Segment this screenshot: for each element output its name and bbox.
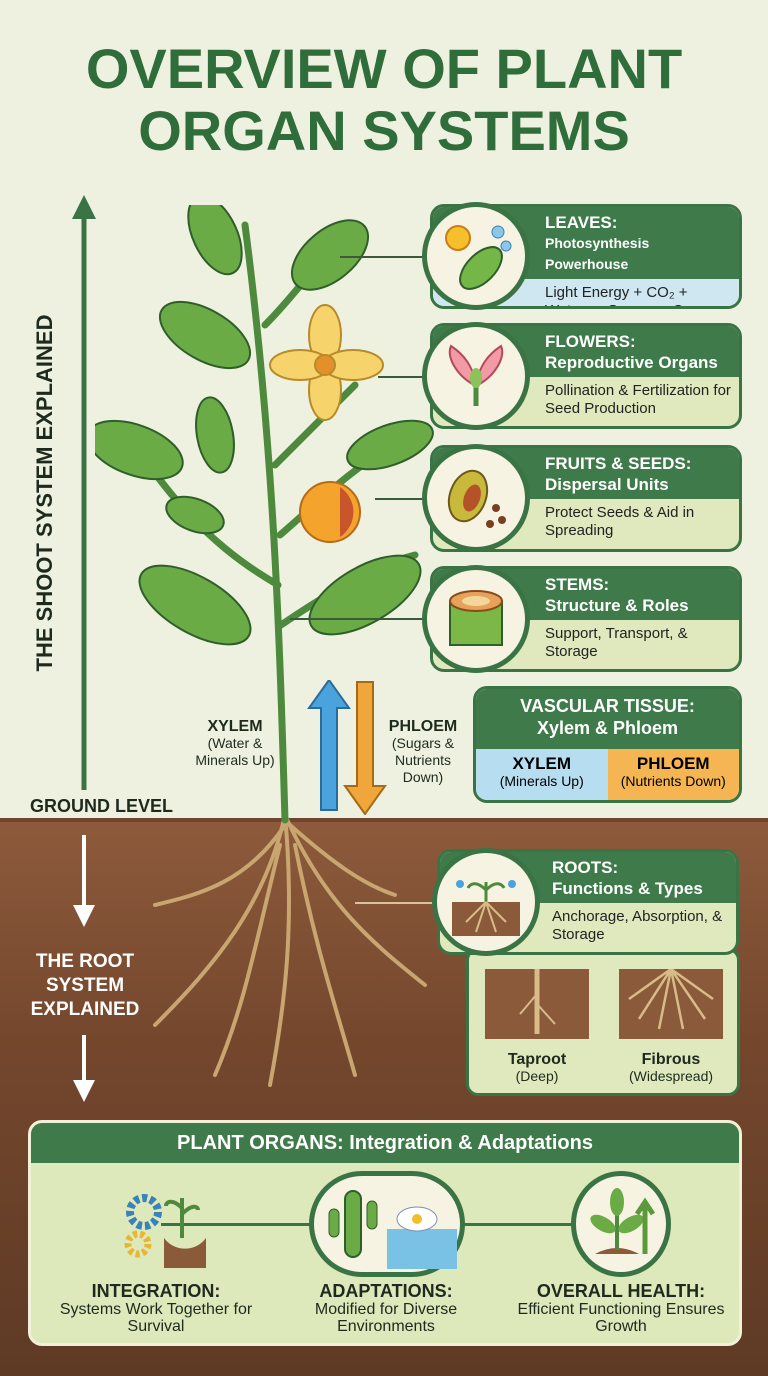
- connector-line: [340, 256, 430, 258]
- connector-line: [378, 376, 433, 378]
- integration-panel-title: PLANT ORGANS: Integration & Adaptations: [31, 1123, 739, 1163]
- stem-cross-section-icon: [422, 565, 530, 673]
- connector-line: [290, 618, 433, 620]
- root-types-panel: Taproot(Deep) Fibrous(Widespread): [466, 948, 740, 1096]
- flower-icon: [422, 322, 530, 430]
- adaptations-item: ADAPTATIONS:Modified for Diverse Environ…: [314, 1281, 458, 1335]
- overall-health-item: OVERALL HEALTH:Efficient Functioning Ens…: [517, 1281, 725, 1335]
- cactus-waterlily-icon: [309, 1171, 465, 1277]
- root-system-label: THE ROOT SYSTEM EXPLAINED: [30, 951, 140, 1020]
- connector-line: [355, 902, 437, 904]
- phloem-down-arrow-icon: [343, 681, 387, 815]
- fruit-icon: [422, 444, 530, 552]
- card-vascular-tissue: VASCULAR TISSUE:Xylem & Phloem XYLEM(Min…: [473, 686, 742, 803]
- gears-plant-icon: [111, 1173, 211, 1273]
- growing-plant-icon: [571, 1171, 671, 1277]
- xylem-cell: XYLEM(Minerals Up): [476, 749, 608, 800]
- ground-level-label: GROUND LEVEL: [30, 796, 174, 816]
- phloem-label: PHLOEM(Sugars & Nutrients Down): [388, 718, 458, 785]
- fibrous-root-icon: [619, 967, 723, 1039]
- sun-leaf-icon: [422, 202, 530, 310]
- page-title: OVERVIEW OF PLANT ORGAN SYSTEMS: [85, 37, 683, 162]
- roots-water-icon: [432, 848, 540, 956]
- xylem-label: XYLEM(Water & Minerals Up): [195, 718, 275, 768]
- root-arrow-icon: [73, 835, 95, 1102]
- taproot-icon: [485, 969, 589, 1039]
- phloem-cell: PHLOEM(Nutrients Down): [607, 749, 739, 800]
- transport-arrows: [307, 680, 387, 815]
- xylem-up-arrow-icon: [307, 680, 351, 811]
- integration-panel: PLANT ORGANS: Integration & Adaptations …: [28, 1120, 742, 1346]
- plant-illustration: [95, 205, 434, 1087]
- shoot-arrow-icon: [72, 195, 96, 790]
- integration-item: INTEGRATION:Systems Work Together for Su…: [59, 1281, 253, 1335]
- shoot-system-label: THE SHOOT SYSTEM EXPLAINED: [32, 314, 57, 672]
- connector-line: [375, 498, 433, 500]
